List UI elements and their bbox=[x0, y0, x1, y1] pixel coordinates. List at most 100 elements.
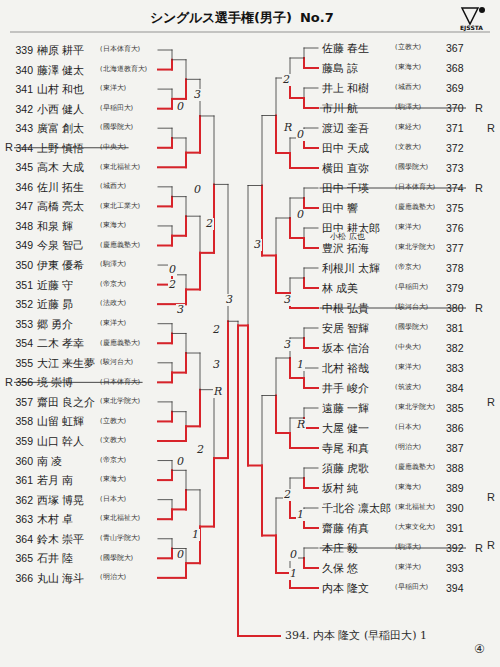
winner-line bbox=[172, 235, 186, 237]
player-name: 内本 隆文 bbox=[322, 582, 369, 594]
school-name: (筑波大) bbox=[395, 384, 421, 391]
bracket-line bbox=[276, 358, 290, 359]
school-name: (國學院大) bbox=[395, 164, 428, 171]
handwritten-name: 小松 広也 bbox=[330, 232, 365, 241]
bracket-line bbox=[304, 108, 318, 109]
entry-number: 387 bbox=[446, 442, 464, 454]
player-name: 和泉 輝 bbox=[37, 220, 73, 232]
school-name: (文教大) bbox=[395, 144, 421, 151]
bracket-line bbox=[276, 433, 290, 434]
bracket-line bbox=[304, 468, 318, 469]
winner-line bbox=[290, 307, 318, 309]
player-name: 齋藤 侑真 bbox=[322, 522, 369, 534]
winner-line bbox=[172, 98, 186, 100]
entry-number: 353 bbox=[15, 318, 33, 330]
winner-line bbox=[248, 465, 262, 467]
player-name: 近藤 昴 bbox=[37, 298, 73, 310]
score-mark: 0 bbox=[176, 101, 185, 114]
winner-line bbox=[247, 326, 249, 466]
player-name: 近藤 守 bbox=[37, 279, 73, 291]
handwritten-result: 394. 内本 隆文 (早稲田大) 1 bbox=[284, 630, 428, 643]
entry-number: 342 bbox=[15, 103, 33, 115]
bracket-line bbox=[304, 368, 318, 369]
winner-line bbox=[303, 478, 305, 488]
entry-number: 343 bbox=[15, 122, 33, 134]
winner-line bbox=[158, 440, 186, 442]
retire-mark: R bbox=[474, 182, 484, 195]
margin-mark: R bbox=[486, 539, 496, 552]
winner-line bbox=[171, 412, 173, 422]
bracket-line bbox=[304, 568, 318, 569]
player-name: 高橋 亮太 bbox=[37, 200, 84, 212]
player-name: 齋田 良之介 bbox=[37, 396, 95, 408]
score-mark: 1 bbox=[191, 529, 200, 542]
bracket-line bbox=[186, 152, 200, 153]
bracket-line bbox=[304, 128, 318, 129]
bracket-line bbox=[186, 353, 200, 354]
winner-line bbox=[171, 470, 173, 480]
player-name: 小西 健人 bbox=[37, 103, 84, 115]
bracket-line bbox=[158, 538, 172, 539]
winner-line bbox=[303, 338, 305, 348]
bracket-line bbox=[304, 148, 318, 149]
school-name: (東海大) bbox=[100, 222, 126, 229]
entry-number: 350 bbox=[15, 259, 33, 271]
score-mark: 0 bbox=[296, 209, 305, 222]
school-name: (駒澤大) bbox=[395, 104, 421, 111]
entry-number: 362 bbox=[15, 494, 33, 506]
bracket-line bbox=[186, 79, 200, 80]
player-name: 二木 孝幸 bbox=[37, 337, 84, 349]
bracket-line bbox=[248, 465, 262, 466]
bracket-line bbox=[304, 508, 318, 509]
winner-line bbox=[158, 245, 172, 247]
score-mark: 2 bbox=[283, 489, 292, 502]
school-name: (國學院大) bbox=[100, 124, 133, 131]
retire-mark: R bbox=[4, 376, 14, 389]
bracket-line bbox=[158, 69, 172, 70]
bracket-line bbox=[304, 268, 318, 269]
player-name: 須藤 虎歌 bbox=[322, 462, 369, 474]
bracket-line bbox=[304, 288, 318, 289]
school-name: (慶應義塾大) bbox=[100, 340, 140, 347]
entry-number: 371 bbox=[446, 122, 464, 134]
retire-mark: R bbox=[4, 141, 14, 154]
score-mark: R bbox=[283, 122, 293, 135]
page-mark: ④ bbox=[474, 643, 485, 657]
player-name: 利根川 太輝 bbox=[322, 262, 380, 274]
margin-mark: R bbox=[486, 491, 496, 504]
winner-line bbox=[275, 536, 277, 574]
bracket-line bbox=[158, 480, 172, 481]
winner-line bbox=[261, 466, 263, 536]
score-mark: 3 bbox=[283, 339, 292, 352]
winner-line bbox=[158, 518, 172, 520]
player-name: 山口 幹人 bbox=[37, 435, 84, 447]
winner-line bbox=[289, 358, 291, 378]
entry-number: 356 bbox=[15, 376, 33, 388]
bracket-line bbox=[158, 382, 172, 383]
entry-number: 345 bbox=[15, 161, 33, 173]
bracket-line bbox=[290, 338, 304, 339]
player-name: 北村 裕哉 bbox=[322, 362, 369, 374]
bracket-line bbox=[186, 216, 200, 217]
bracket-line bbox=[262, 395, 276, 396]
entry-number: 365 bbox=[15, 552, 33, 564]
bracket-line bbox=[158, 128, 172, 129]
retire-mark: R bbox=[474, 102, 484, 115]
winner-line bbox=[185, 353, 187, 373]
bracket-line bbox=[304, 208, 318, 209]
school-name: (城西大) bbox=[100, 183, 126, 190]
entry-number: 339 bbox=[15, 44, 33, 56]
bracket-line bbox=[276, 153, 290, 154]
player-name: 今泉 智己 bbox=[37, 239, 84, 251]
bracket-line bbox=[200, 115, 214, 116]
player-name: 上野 慎悟 bbox=[37, 142, 84, 154]
winner-line bbox=[185, 153, 187, 168]
bracket-line bbox=[228, 321, 238, 322]
winner-line bbox=[262, 535, 276, 537]
entry-number: 393 bbox=[446, 562, 464, 574]
entry-number: 367 bbox=[446, 42, 464, 54]
score-mark: 3 bbox=[283, 294, 292, 307]
bracket-line bbox=[304, 548, 318, 549]
school-name: (駒澤大) bbox=[100, 261, 126, 268]
